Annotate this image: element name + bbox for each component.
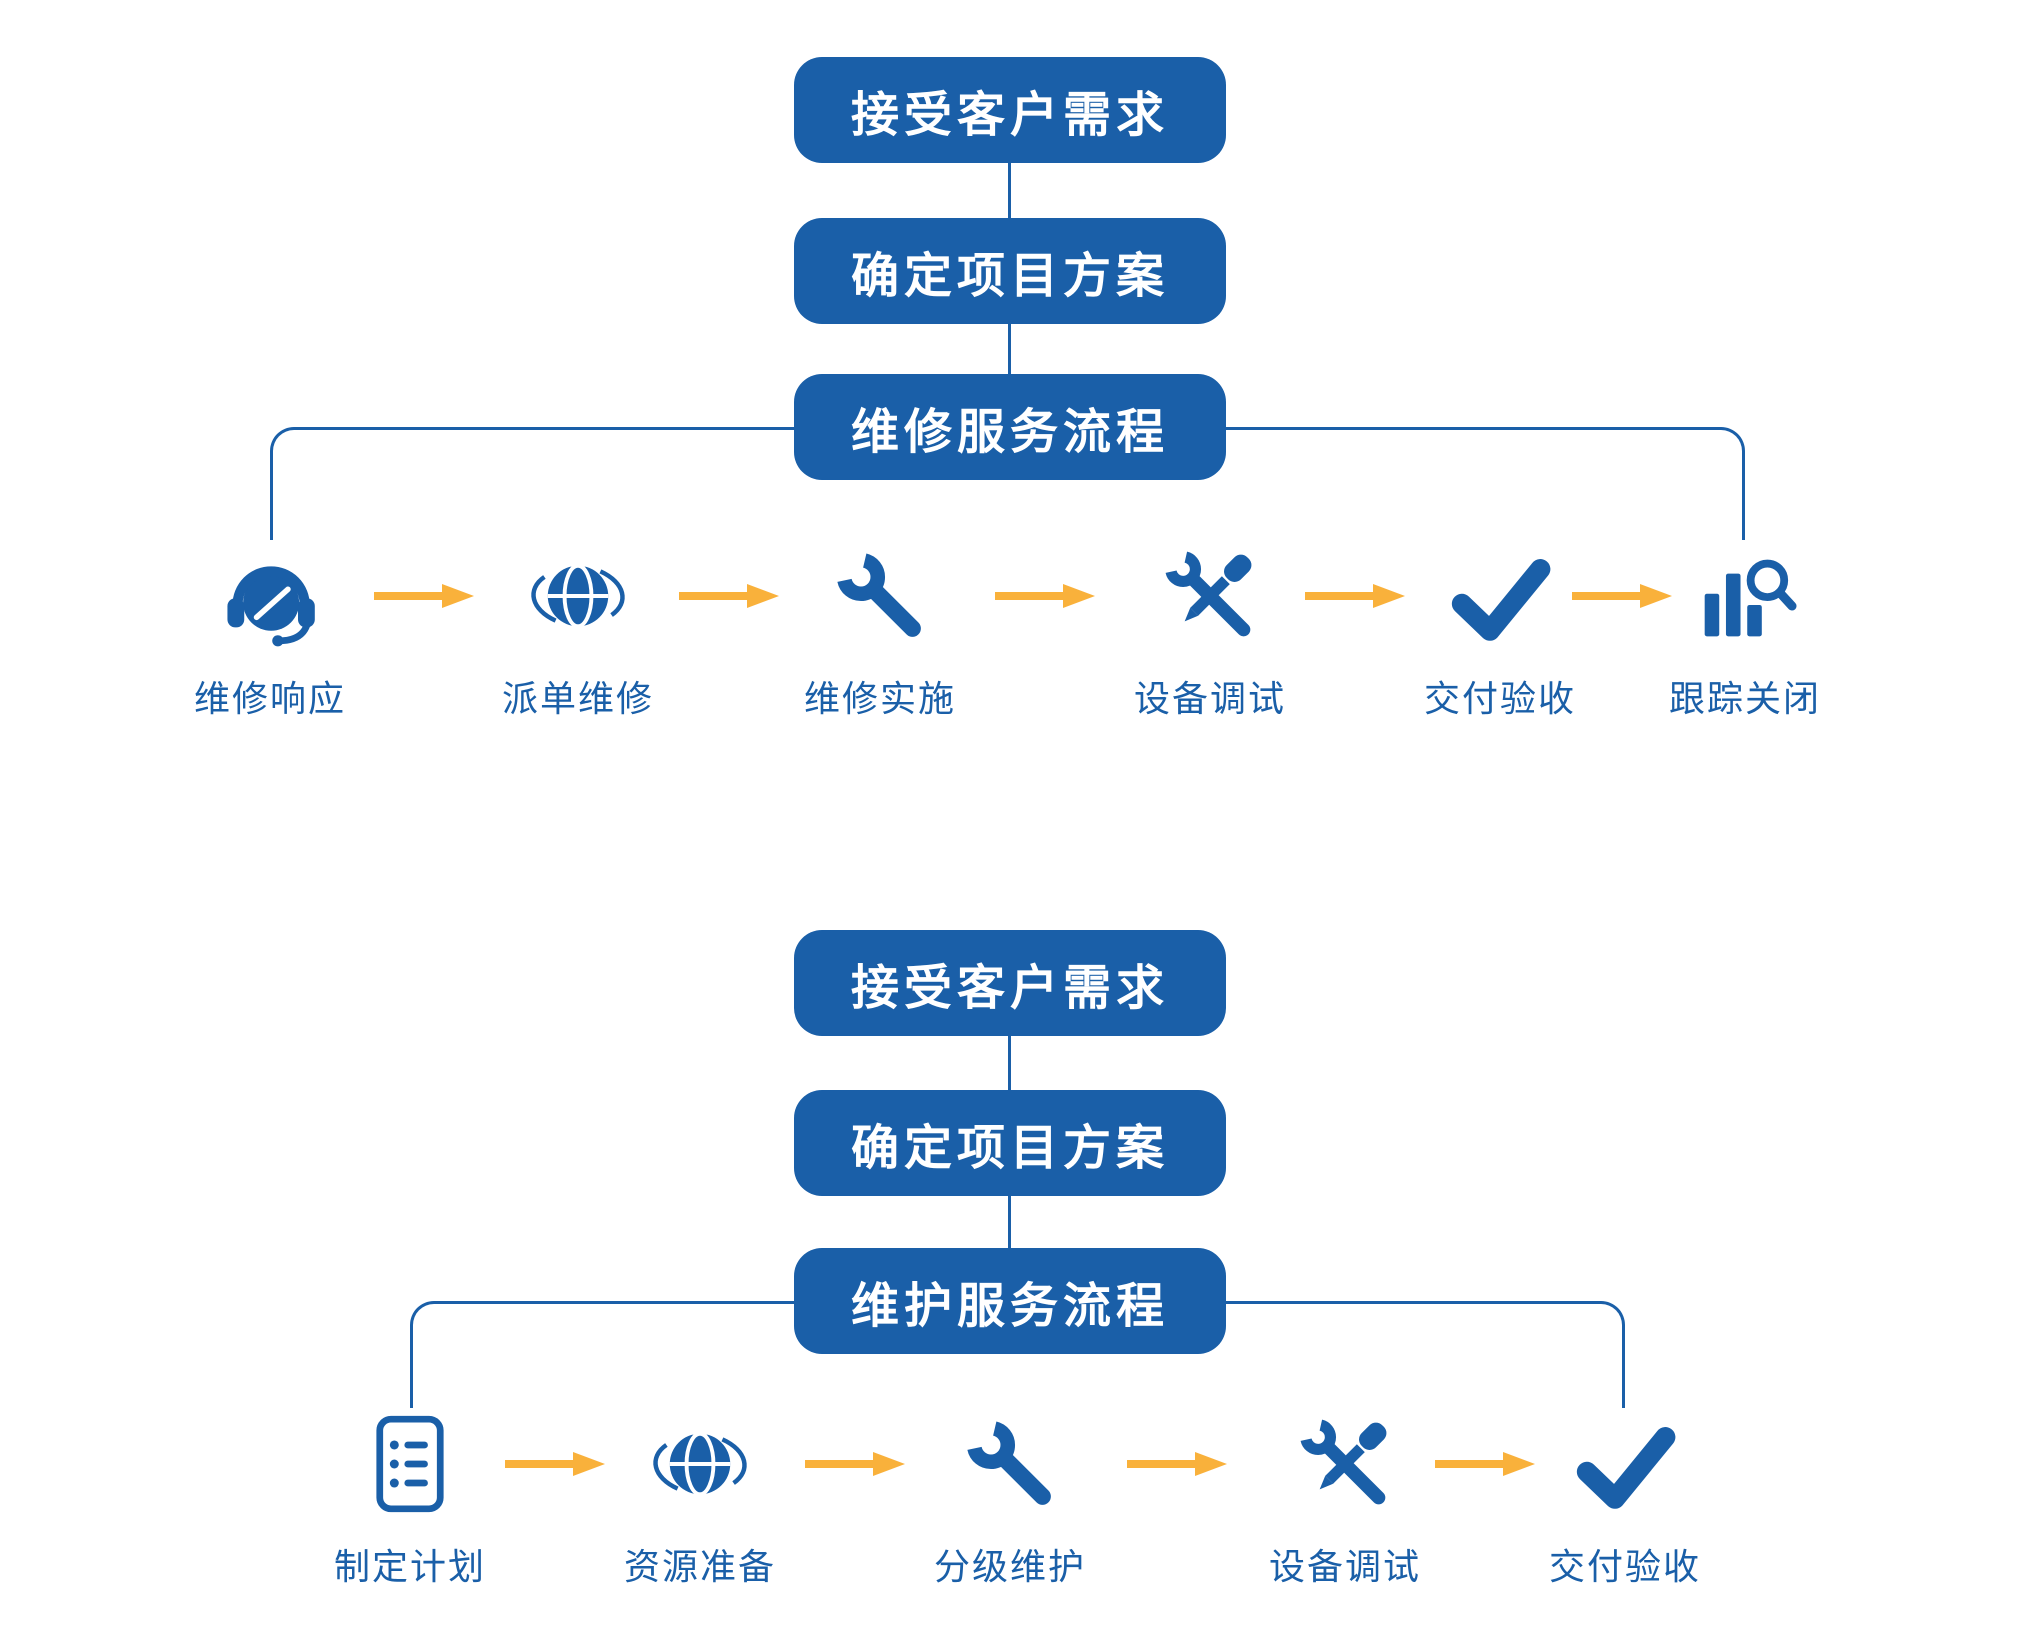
step-repair-implementation: 维修实施: [770, 540, 990, 722]
arrow-right-icon: [503, 1449, 607, 1479]
checkmark-icon: [1444, 540, 1556, 652]
step-label: 跟踪关闭: [1668, 679, 1821, 720]
step-label: 交付验收: [1548, 1547, 1701, 1588]
crossed-tools-icon: [1289, 1408, 1401, 1520]
flow-box-label: 维护服务流程: [850, 1278, 1169, 1334]
flow-box-label: 确定项目方案: [850, 248, 1169, 304]
flow-box-repair-process: 维修服务流程: [794, 374, 1226, 480]
step-delivery-acceptance: 交付验收: [1515, 1408, 1735, 1590]
arrow-right-icon: [993, 581, 1097, 611]
step-label: 交付验收: [1423, 679, 1576, 720]
step-label: 资源准备: [623, 1547, 776, 1588]
flow-box-label: 维修服务流程: [850, 404, 1169, 460]
step-equipment-debugging: 设备调试: [1100, 540, 1320, 722]
connector-line: [1008, 1036, 1011, 1090]
connector-line: [1008, 163, 1011, 218]
step-resource-preparation: 资源准备: [590, 1408, 810, 1590]
flow-box-label: 接受客户需求: [850, 960, 1169, 1016]
step-label: 维修实施: [803, 679, 956, 720]
step-label: 设备调试: [1268, 1547, 1421, 1588]
step-label: 设备调试: [1133, 679, 1286, 720]
connector-line: [1008, 1196, 1011, 1248]
arrow-right-icon: [803, 1449, 907, 1479]
arrow-right-icon: [1303, 581, 1407, 611]
bracket-connector-right: [1226, 427, 1745, 540]
checkmark-icon: [1569, 1408, 1681, 1520]
flow-box-label: 确定项目方案: [850, 1120, 1169, 1176]
step-make-plan: 制定计划: [300, 1408, 520, 1590]
wrench-icon: [824, 540, 936, 652]
flow-box-accept-requirements: 接受客户需求: [794, 57, 1226, 163]
step-delivery-acceptance: 交付验收: [1390, 540, 1610, 722]
flow-box-label: 接受客户需求: [850, 87, 1169, 143]
step-label: 分级维护: [933, 1547, 1086, 1588]
globe-icon: [644, 1408, 756, 1520]
step-label: 维修响应: [193, 679, 346, 720]
arrow-right-icon: [372, 581, 476, 611]
arrow-right-icon: [1125, 1449, 1229, 1479]
step-track-close: 跟踪关闭: [1635, 540, 1855, 722]
globe-icon: [522, 540, 634, 652]
step-label: 派单维修: [501, 679, 654, 720]
connector-line: [1008, 324, 1011, 374]
headset-icon: [214, 540, 326, 652]
bracket-connector-right: [1226, 1301, 1625, 1408]
step-dispatch-repair: 派单维修: [468, 540, 688, 722]
arrow-right-icon: [1433, 1449, 1537, 1479]
flow-box-define-plan: 确定项目方案: [794, 218, 1226, 324]
flow-box-accept-requirements: 接受客户需求: [794, 930, 1226, 1036]
checklist-icon: [354, 1408, 466, 1520]
step-tiered-maintenance: 分级维护: [900, 1408, 1120, 1590]
crossed-tools-icon: [1154, 540, 1266, 652]
wrench-icon: [954, 1408, 1066, 1520]
chart-magnifier-icon: [1689, 540, 1801, 652]
bracket-connector-left: [410, 1301, 794, 1408]
step-label: 制定计划: [333, 1547, 486, 1588]
arrow-right-icon: [1570, 581, 1674, 611]
flow-box-define-plan: 确定项目方案: [794, 1090, 1226, 1196]
flow-box-maintenance-process: 维护服务流程: [794, 1248, 1226, 1354]
bracket-connector-left: [270, 427, 794, 540]
arrow-right-icon: [677, 581, 781, 611]
step-equipment-debugging: 设备调试: [1235, 1408, 1455, 1590]
step-repair-response: 维修响应: [160, 540, 380, 722]
